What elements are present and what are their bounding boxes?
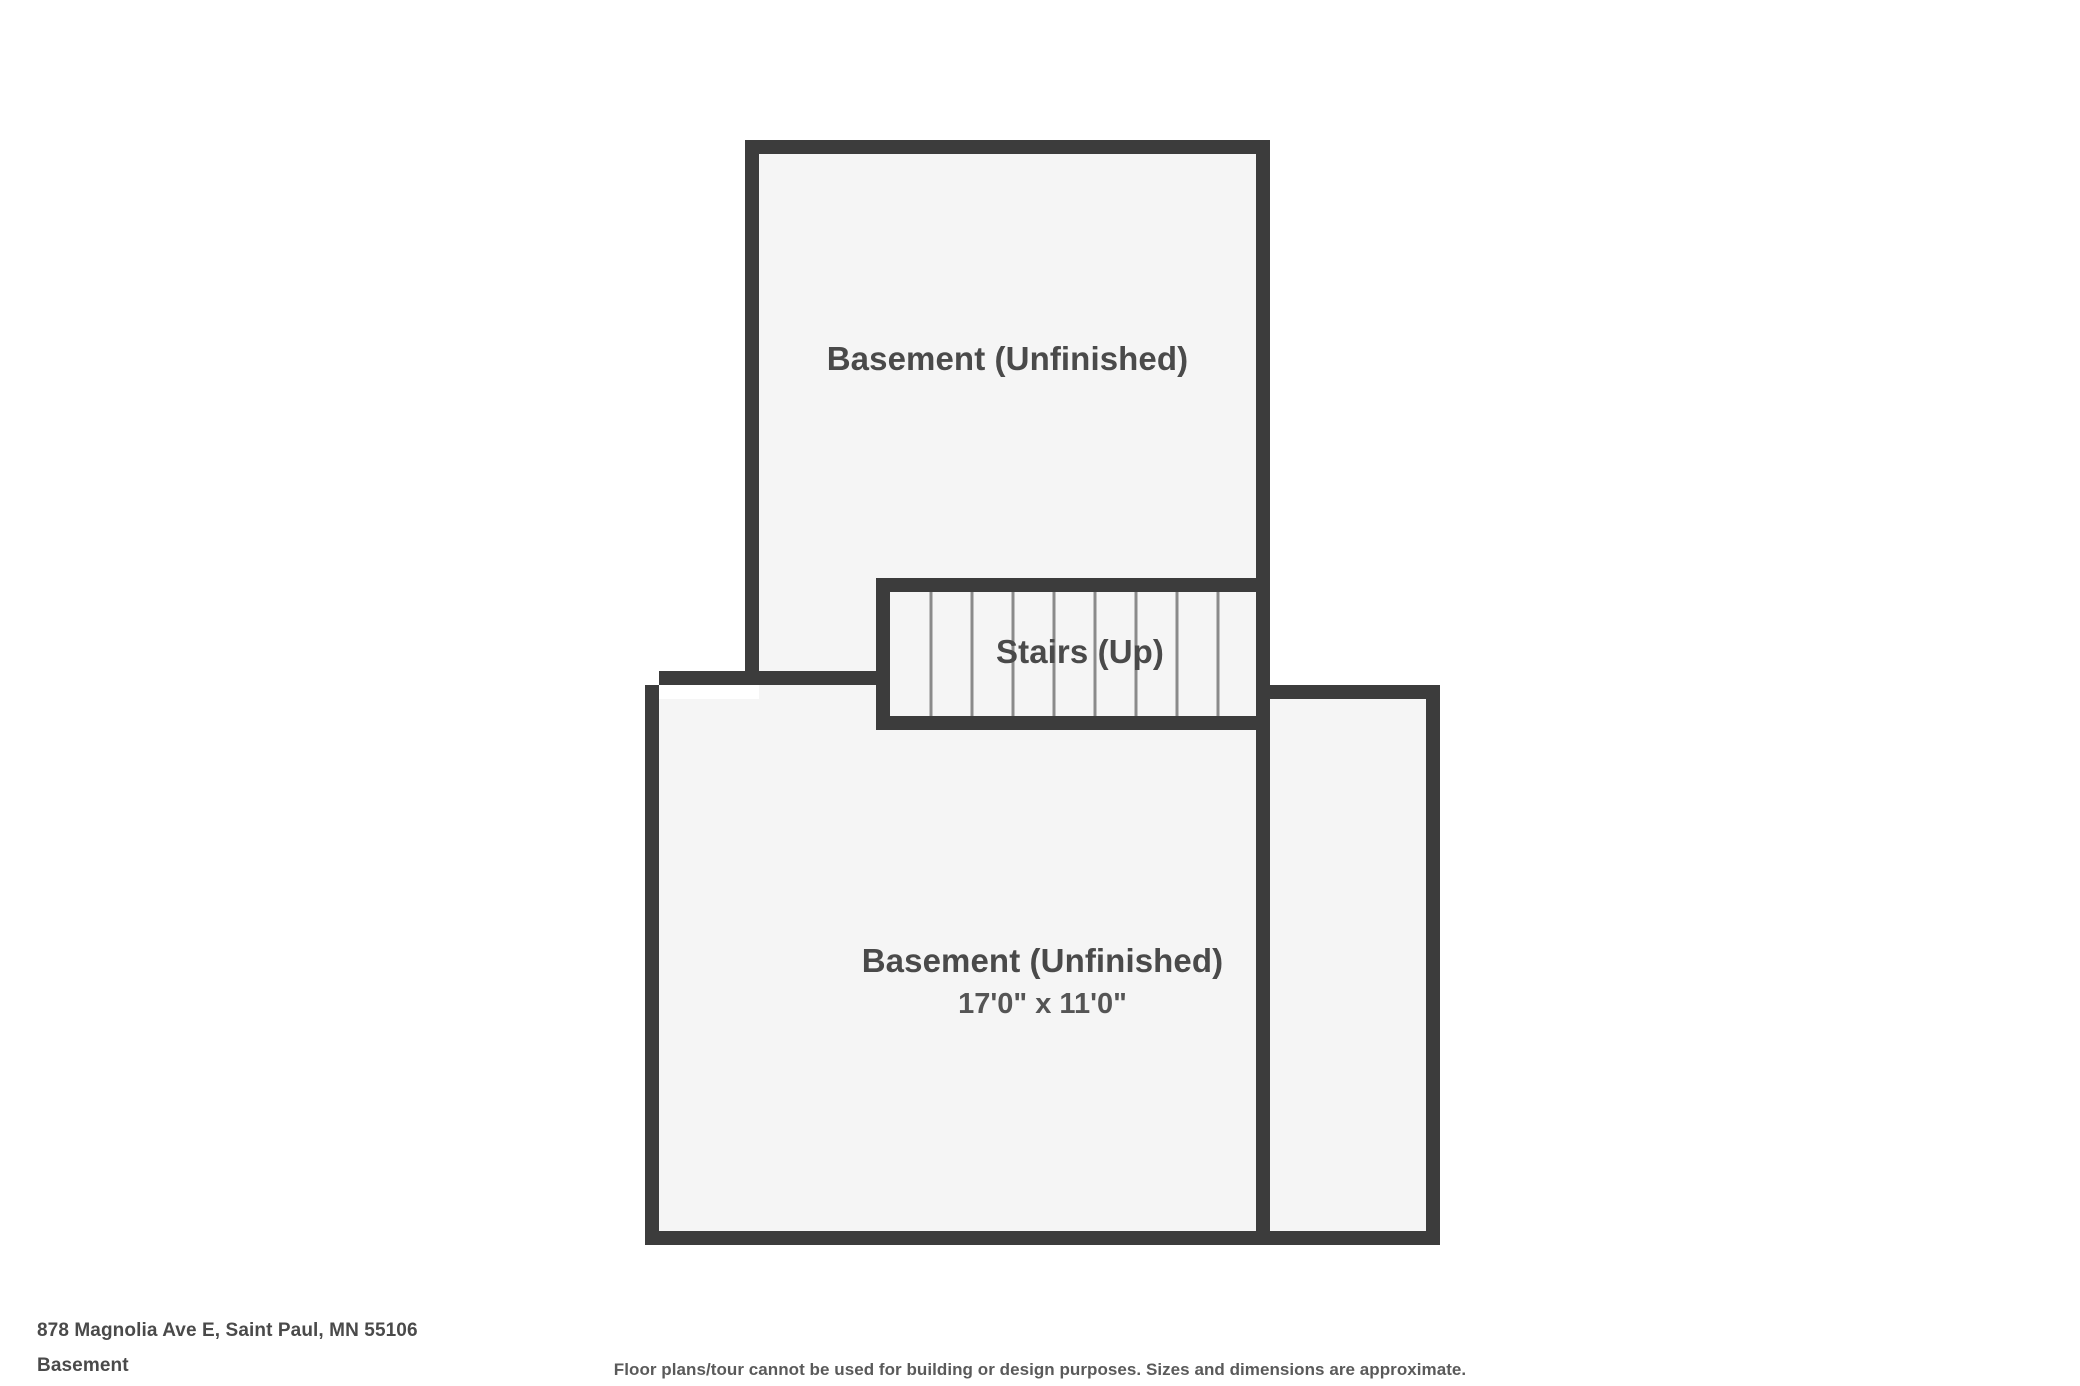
- disclaimer-text: Floor plans/tour cannot be used for buil…: [613, 1360, 1467, 1379]
- room-fill-basement-upper: [759, 154, 1256, 578]
- wall-lower-room-top-right-segment: [1256, 685, 1440, 699]
- room-fill-stairs: [890, 592, 1256, 716]
- room-dimensions-basement-lower: 17'0" x 11'0": [958, 988, 1127, 1021]
- wall-upper-room-bottom-left-segment: [745, 671, 890, 685]
- room-name-basement-lower: Basement (Unfinished): [861, 942, 1224, 979]
- room-label-basement-lower: Basement (Unfinished) 17'0" x 11'0": [645, 940, 1440, 1023]
- room-label-basement-upper: Basement (Unfinished): [745, 338, 1270, 380]
- stairs-wall-left: [876, 578, 890, 730]
- room-label-stairs: Stairs (Up): [890, 631, 1270, 673]
- room-fill-basement-lower: [659, 699, 1426, 1231]
- property-address: 878 Magnolia Ave E, Saint Paul, MN 55106: [37, 1320, 418, 1341]
- room-name-stairs: Stairs (Up): [996, 633, 1164, 670]
- floor-name: Basement: [37, 1355, 129, 1376]
- room-name-basement-upper: Basement (Unfinished): [826, 340, 1189, 377]
- stairs-wall-bottom: [876, 716, 1256, 730]
- stairs-wall-top: [876, 578, 1256, 592]
- stair-treads: [929, 592, 1220, 716]
